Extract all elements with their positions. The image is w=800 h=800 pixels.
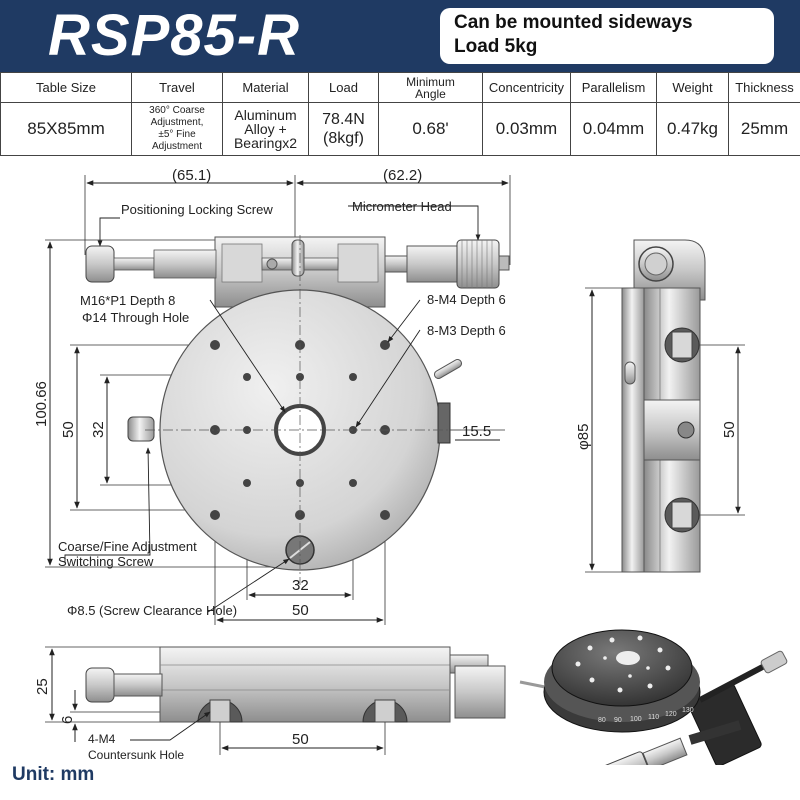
label-switch-screw-1: Coarse/Fine Adjustment	[58, 539, 197, 554]
spec-header-material: Material	[222, 72, 309, 103]
spec-table: Table Size Travel Material Load Minimum …	[0, 72, 800, 156]
spec-travel: 360° Coarse Adjustment, ±5° Fine Adjustm…	[131, 102, 223, 156]
label-clearance-hole: Φ8.5 (Screw Clearance Hole)	[67, 603, 237, 618]
label-countersunk-2: Countersunk Hole	[88, 748, 184, 762]
unit-label: Unit: mm	[12, 764, 95, 785]
header-banner: RSP85-R Can be mounted sideways Load 5kg	[0, 0, 800, 72]
adjustment-switch-screw	[127, 416, 155, 442]
dim-bottom-32: 32	[292, 577, 309, 594]
dim-height-50: 50	[60, 421, 77, 438]
label-positioning-screw: Positioning Locking Screw	[121, 202, 273, 217]
scale-100: 100	[630, 716, 642, 723]
label-micrometer-head: Micrometer Head	[352, 199, 452, 214]
scale-130: 130	[682, 707, 694, 714]
technical-drawing: Positioning Locking Screw Micrometer Hea…	[33, 167, 788, 765]
label-switch-screw-2: Switching Screw	[58, 554, 154, 569]
spec-weight: 0.47kg	[656, 102, 729, 156]
spec-header-weight: Weight	[656, 72, 729, 103]
spec-thickness: 25mm	[728, 102, 800, 156]
spec-header-load: Load	[308, 72, 379, 103]
dim-height-total: 100.66	[33, 381, 50, 427]
top-view: Positioning Locking Screw Micrometer Hea…	[33, 167, 511, 625]
spec-header-row: Table Size Travel Material Load Minimum …	[0, 72, 800, 103]
feature-sideways: Can be mounted sideways	[454, 12, 693, 33]
feature-load: Load 5kg	[454, 36, 538, 57]
scale-80: 80	[598, 717, 606, 724]
spec-material: Aluminum Alloy + Bearingx2	[222, 102, 309, 156]
dim-bottom-50: 50	[292, 602, 309, 619]
feature-box: Can be mounted sideways Load 5kg	[440, 8, 774, 64]
spec-header-minimum-angle: Minimum Angle	[378, 72, 483, 103]
side-view: φ85 50	[575, 239, 745, 573]
spec-value-row: 85X85mm 360° Coarse Adjustment, ±5° Fine…	[0, 102, 800, 156]
label-m3: 8-M3 Depth 6	[427, 323, 506, 338]
spec-header-thickness: Thickness	[728, 72, 800, 103]
model-title: RSP85-R	[48, 3, 300, 68]
dim-width-left: (65.1)	[172, 167, 211, 184]
micrometer-head	[456, 239, 500, 289]
product-photo: 80 90 100 110 120 130	[519, 629, 788, 765]
dim-side-50: 50	[721, 421, 738, 438]
side-view-plate	[621, 287, 645, 573]
dim-bottom-view-50: 50	[292, 731, 309, 748]
locking-screw-knob	[85, 245, 115, 283]
scale-110: 110	[648, 714, 659, 721]
dim-bottom-6: 6	[59, 716, 76, 724]
dim-bottom-25: 25	[34, 678, 51, 695]
label-countersunk-1: 4-M4	[88, 732, 116, 746]
spec-header-travel: Travel	[131, 72, 223, 103]
dim-height-32: 32	[90, 421, 107, 438]
label-m16: M16*P1 Depth 8	[80, 293, 175, 308]
spec-header-parallelism: Parallelism	[570, 72, 657, 103]
spec-header-concentricity: Concentricity	[482, 72, 571, 103]
dim-side-diameter: φ85	[575, 424, 592, 450]
scale-120: 120	[665, 711, 677, 718]
dim-width-right: (62.2)	[383, 167, 422, 184]
label-m4: 8-M4 Depth 6	[427, 292, 506, 307]
spec-table-size: 85X85mm	[0, 102, 132, 156]
spec-parallelism: 0.04mm	[570, 102, 657, 156]
spec-header-table-size: Table Size	[0, 72, 132, 103]
dim-15-5: 15.5	[462, 423, 491, 440]
spec-minimum-angle: 0.68'	[378, 102, 483, 156]
label-through-hole: Φ14 Through Hole	[82, 310, 189, 325]
spec-concentricity: 0.03mm	[482, 102, 571, 156]
spec-load: 78.4N (8kgf)	[308, 102, 379, 156]
bottom-view: 25 6 50 4-M4 Countersunk Hole	[34, 646, 506, 762]
scale-90: 90	[614, 717, 622, 724]
